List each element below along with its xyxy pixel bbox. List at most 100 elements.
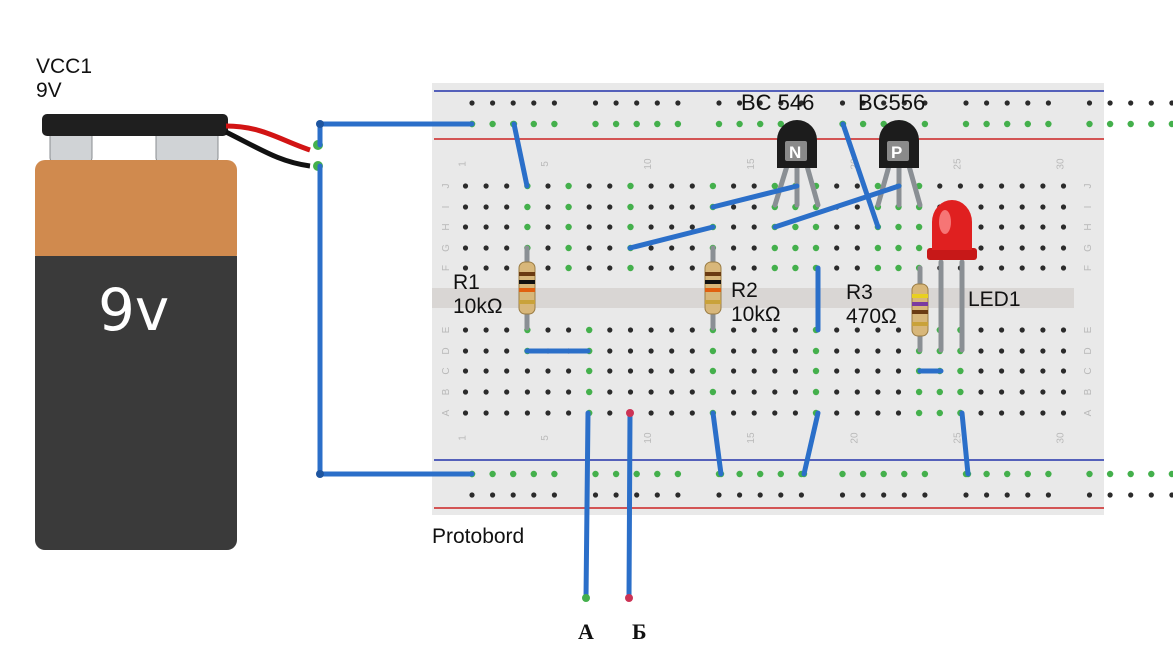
rail-hole <box>757 100 763 106</box>
hole <box>669 183 675 189</box>
hole <box>772 410 778 416</box>
rail-hole <box>716 492 722 498</box>
r3-ref: R3 <box>846 281 873 304</box>
hole <box>545 389 551 395</box>
hole <box>854 348 860 354</box>
led <box>927 200 977 260</box>
hole <box>834 327 840 333</box>
active-hole <box>627 264 634 272</box>
active-hole <box>709 388 717 396</box>
rail-hole <box>922 492 928 498</box>
rail-hole <box>1025 492 1031 498</box>
active-rail-hole <box>612 120 620 128</box>
active-rail-hole <box>592 470 599 478</box>
hole <box>854 183 860 189</box>
hole <box>731 410 737 416</box>
r2-ref: R2 <box>731 279 758 302</box>
hole <box>566 368 572 374</box>
hole <box>483 245 489 251</box>
hole <box>504 245 510 251</box>
active-rail-hole <box>1106 470 1114 478</box>
battery <box>35 114 323 550</box>
hole <box>462 245 469 251</box>
rail-hole <box>531 492 537 498</box>
active-rail-hole <box>1168 470 1173 478</box>
active-hole <box>915 388 923 396</box>
active-rail-hole <box>880 470 887 478</box>
r3-band <box>912 310 928 314</box>
battery-black-lead <box>224 129 311 169</box>
hole <box>524 410 531 416</box>
hole <box>895 389 902 395</box>
hole <box>1060 348 1067 354</box>
rail-hole <box>737 492 743 498</box>
hole <box>895 410 902 416</box>
hole <box>586 265 592 271</box>
hole <box>895 348 902 354</box>
hole <box>895 368 902 374</box>
hole <box>978 368 984 374</box>
active-rail-hole <box>859 120 867 128</box>
row-letter: A <box>441 409 452 416</box>
hole <box>462 368 469 374</box>
probe-b-label: Б <box>632 619 647 644</box>
rail-hole <box>1086 492 1093 498</box>
r3-band <box>912 322 928 326</box>
hole <box>1019 368 1025 374</box>
hole <box>648 183 654 189</box>
hole <box>1060 327 1067 333</box>
rail-hole <box>675 492 681 498</box>
hole <box>504 410 510 416</box>
rail-hole <box>798 100 805 106</box>
row-letter: C <box>1083 367 1094 374</box>
column-number-top: 25 <box>952 158 963 170</box>
hole <box>648 368 654 374</box>
hole <box>834 224 840 230</box>
active-rail-hole <box>674 470 682 478</box>
rail-hole <box>490 492 496 498</box>
hole <box>999 327 1005 333</box>
hole <box>957 183 964 189</box>
hole <box>648 224 654 230</box>
hole <box>545 410 551 416</box>
active-hole <box>627 223 634 231</box>
active-rail-hole <box>736 120 743 128</box>
led-dome <box>932 200 972 250</box>
hole <box>978 389 984 395</box>
hole <box>751 204 757 210</box>
hole <box>978 224 984 230</box>
active-rail-hole <box>1004 120 1011 128</box>
battery-red-lead <box>225 123 311 153</box>
hole <box>462 348 469 354</box>
hole <box>1019 389 1025 395</box>
rail-hole <box>634 100 640 106</box>
active-hole <box>565 203 572 211</box>
probe-a-label: А <box>578 619 594 644</box>
hole <box>504 224 510 230</box>
hole <box>483 327 489 333</box>
hole <box>545 265 551 271</box>
battery-ref: VCC1 <box>36 55 93 78</box>
active-rail-hole <box>921 120 929 128</box>
active-rail-hole <box>1045 120 1052 128</box>
active-hole <box>895 223 902 231</box>
active-rail-hole <box>1024 470 1032 478</box>
rail-hole <box>1148 492 1154 498</box>
row-letter: I <box>1083 206 1094 209</box>
row-letter: D <box>1083 347 1094 354</box>
row-letter: E <box>1083 326 1094 333</box>
hole <box>504 389 510 395</box>
hole <box>854 265 860 271</box>
rail-hole <box>984 100 990 106</box>
hole <box>772 368 778 374</box>
hole <box>834 389 840 395</box>
active-rail-hole <box>551 470 558 478</box>
hole <box>689 183 695 189</box>
active-hole <box>812 244 820 252</box>
hole <box>1060 204 1067 210</box>
active-rail-hole <box>736 470 743 478</box>
transistor-q2 <box>879 120 919 168</box>
hole <box>648 348 654 354</box>
active-hole <box>957 367 964 375</box>
